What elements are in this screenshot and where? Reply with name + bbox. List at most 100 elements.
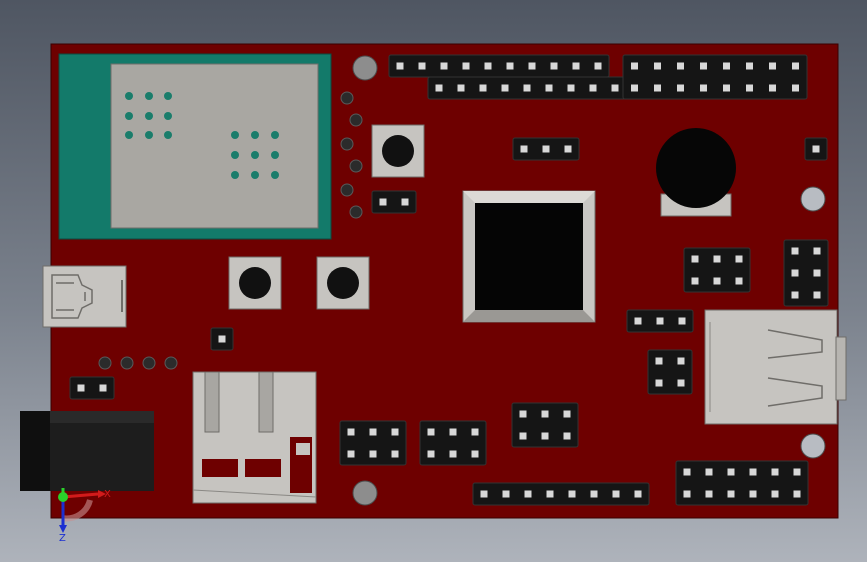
axis-z-label: Z: [59, 533, 66, 544]
header-pin: [218, 335, 226, 343]
header-pin: [746, 62, 753, 70]
header-pin: [813, 291, 821, 299]
header-body: [647, 349, 693, 395]
header-pin: [683, 490, 691, 498]
header-pin: [347, 428, 355, 436]
header-pin: [590, 490, 598, 498]
header-pin: [723, 84, 730, 92]
header-pin: [723, 62, 730, 70]
header-3x2-bottom-b: [419, 420, 487, 466]
header-pin: [449, 450, 457, 458]
header-pin: [631, 62, 638, 70]
header-pin: [735, 277, 743, 285]
header-bottom-right: [675, 460, 809, 506]
dc-barrel-jack: [20, 411, 154, 491]
header-pin: [401, 198, 409, 206]
vias: [98, 91, 363, 370]
header-pin: [550, 62, 558, 70]
header-pin: [396, 62, 404, 70]
header-pin: [793, 490, 801, 498]
header-pin: [528, 62, 536, 70]
header-body: [419, 420, 487, 466]
header-body: [371, 190, 417, 214]
header-pin: [631, 84, 638, 92]
header-pin: [656, 317, 664, 325]
header-pin: [654, 84, 661, 92]
header-pin: [700, 84, 707, 92]
header-pin: [792, 84, 799, 92]
header-pin: [99, 384, 107, 392]
header-body: [472, 482, 650, 506]
header-pin: [484, 62, 492, 70]
header-1pin-right: [804, 137, 828, 161]
header-pin: [769, 62, 776, 70]
header-pin: [678, 317, 686, 325]
header-pin: [541, 410, 549, 418]
header-body: [339, 420, 407, 466]
header-pin: [793, 468, 801, 476]
header-pin: [812, 145, 820, 153]
header-3x2-mid: [683, 247, 751, 293]
header-pin: [589, 84, 597, 92]
header-pin: [791, 269, 799, 277]
header-2x2-mid: [647, 349, 693, 395]
header-3pin-top: [512, 137, 580, 161]
header-bottom-center: [472, 482, 650, 506]
header-pin: [634, 490, 642, 498]
push-button-top: [371, 124, 425, 178]
header-pin: [369, 428, 377, 436]
header-pin: [568, 490, 576, 498]
header-pin: [791, 291, 799, 299]
header-2pin-left: [371, 190, 417, 214]
header-pin: [813, 247, 821, 255]
header-pin: [691, 255, 699, 263]
processor-chip: [462, 190, 596, 323]
header-pin: [379, 198, 387, 206]
header-pin: [471, 428, 479, 436]
header-pin: [563, 432, 571, 440]
header-pin: [594, 62, 602, 70]
header-pin: [563, 410, 571, 418]
sd-card-slot: [192, 371, 317, 504]
header-pin: [546, 490, 554, 498]
header-pin: [612, 490, 620, 498]
header-pin: [427, 428, 435, 436]
header-pin: [462, 62, 470, 70]
header-pin: [749, 468, 757, 476]
header-pin: [654, 62, 661, 70]
header-body: [69, 376, 115, 400]
header-pin: [611, 84, 619, 92]
header-pin: [541, 432, 549, 440]
header-body: [683, 247, 751, 293]
header-body: [622, 54, 808, 100]
header-pin: [564, 145, 572, 153]
header-pin: [813, 269, 821, 277]
header-pin: [457, 84, 465, 92]
header-pin: [677, 379, 685, 387]
header-pin: [471, 450, 479, 458]
coordinate-triad-icon: [58, 488, 106, 533]
mini-usb-port: [42, 265, 127, 328]
header-pin: [519, 432, 527, 440]
header-pin: [713, 277, 721, 285]
header-pin: [677, 84, 684, 92]
header-top-right: [622, 54, 808, 100]
header-pin: [519, 410, 527, 418]
header-pin: [683, 468, 691, 476]
header-pin: [771, 490, 779, 498]
header-body: [511, 402, 579, 448]
header-pin: [691, 277, 699, 285]
header-pin: [427, 450, 435, 458]
header-pin: [727, 490, 735, 498]
header-pin: [735, 255, 743, 263]
header-3x2-bottom-c: [511, 402, 579, 448]
header-pin: [655, 357, 663, 365]
wireless-module: [58, 53, 332, 240]
header-pin: [677, 62, 684, 70]
header-pin: [634, 317, 642, 325]
header-pin: [506, 62, 514, 70]
header-pin: [501, 84, 509, 92]
header-pin: [727, 468, 735, 476]
header-2x3-right: [783, 239, 829, 307]
